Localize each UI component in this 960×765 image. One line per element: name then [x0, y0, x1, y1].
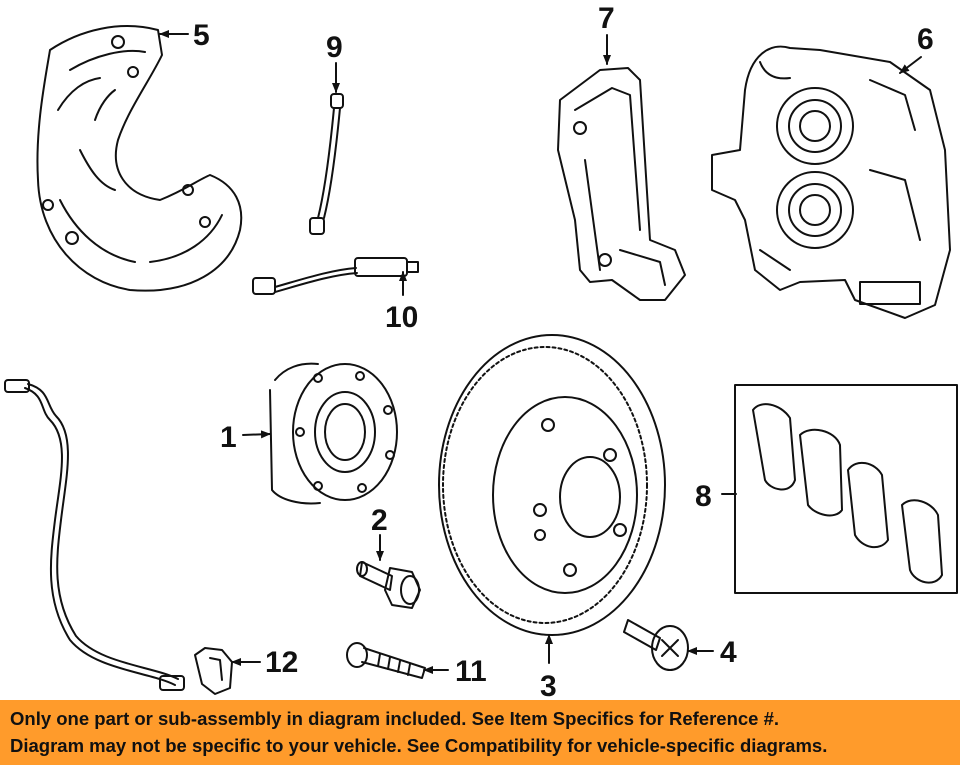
bolt-part: [356, 561, 421, 609]
leader-arrows: [159, 30, 922, 674]
disclaimer-line-2: Diagram may not be specific to your vehi…: [10, 735, 828, 756]
dust-shield-part: [36, 25, 243, 292]
brake-wear-sensor-upper: [309, 93, 344, 235]
abs-sensor-cable: [4, 379, 185, 691]
callout-8: 8: [695, 480, 712, 513]
sensor-bracket-part: [194, 647, 233, 695]
rotor-screw-part: [623, 619, 689, 671]
callout-4: 4: [720, 636, 737, 669]
long-bolt-part: [346, 642, 426, 679]
callout-10: 10: [385, 301, 418, 334]
callout-2: 2: [371, 504, 388, 537]
callout-labels: 1 2 3 4 5 6 7 8 9 10 11 12: [193, 2, 934, 700]
callout-9: 9: [326, 31, 343, 64]
callout-3: 3: [540, 670, 557, 700]
wheel-hub-part: [269, 362, 398, 505]
brake-pads-part: [752, 403, 943, 584]
callout-5: 5: [193, 19, 210, 52]
brake-caliper-part: [711, 45, 951, 319]
callout-11: 11: [455, 655, 487, 688]
disclaimer-banner: Only one part or sub-assembly in diagram…: [0, 700, 960, 765]
caliper-bracket-part: [557, 67, 686, 301]
brake-rotor-part: [438, 334, 666, 636]
brake-assembly-diagram: 1 2 3 4 5 6 7 8 9 10 11 12: [4, 2, 958, 700]
brake-wear-sensor-lower: [252, 257, 419, 295]
callout-12: 12: [265, 646, 298, 679]
callout-1: 1: [220, 421, 237, 454]
callout-6: 6: [917, 23, 934, 56]
callout-7: 7: [598, 2, 615, 35]
disclaimer-line-1: Only one part or sub-assembly in diagram…: [10, 708, 780, 729]
brake-pad-kit-box: [734, 384, 958, 594]
